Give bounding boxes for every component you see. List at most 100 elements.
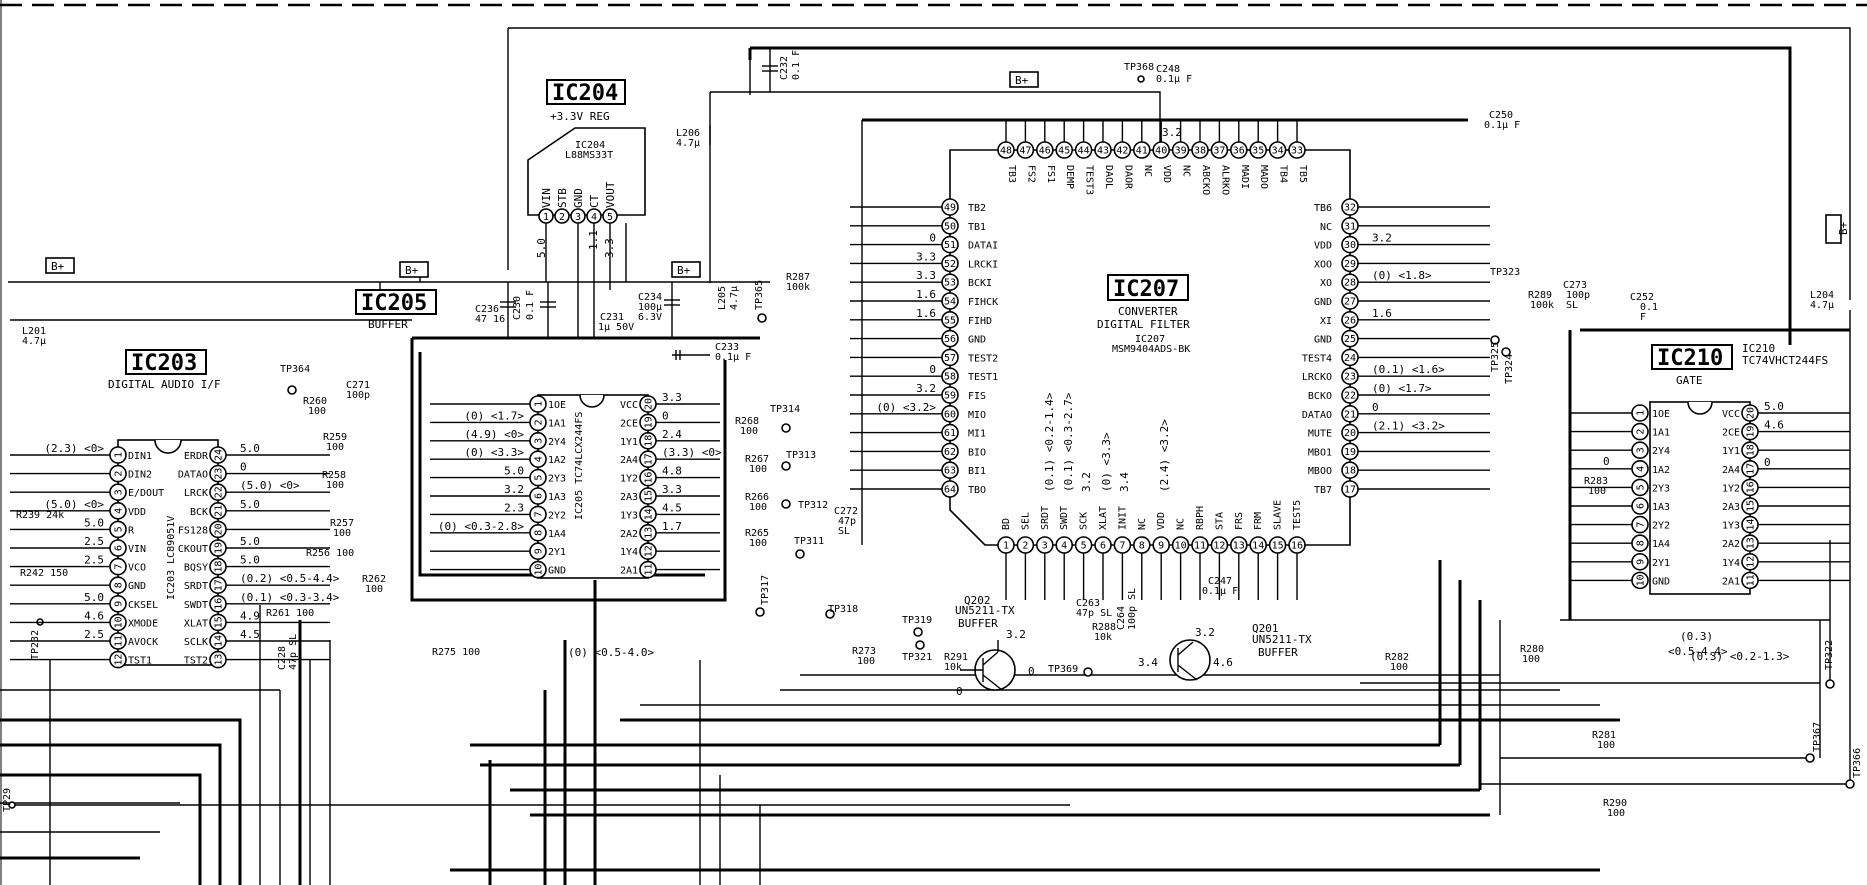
svg-text:0: 0: [956, 685, 963, 698]
pin-number: 3: [1636, 447, 1647, 453]
pin-number: 55: [944, 315, 956, 326]
pin-signal: TB4: [1278, 165, 1289, 183]
svg-text:R258: R258: [322, 470, 346, 481]
pin-signal: 1A3: [1652, 502, 1670, 513]
svg-text:BUFFER: BUFFER: [1258, 646, 1298, 659]
pin-signal: XO: [1320, 278, 1332, 289]
pin-number: 45: [1058, 146, 1070, 157]
pin-number: 32: [1344, 203, 1356, 214]
svg-text:R290: R290: [1603, 798, 1627, 809]
ic204-caps: C236 47 16 C230 0.1 F C231 1µ 50V C234 1…: [475, 48, 802, 363]
svg-text:TP322: TP322: [1824, 640, 1835, 670]
pin-number: 4: [1061, 541, 1067, 552]
bplus-label: B+: [1015, 74, 1029, 87]
ic204-regulator: IC204 +3.3V REG IC204 L88MS33T 1 2 3 4 5…: [527, 79, 646, 338]
pin-number: 18: [644, 435, 655, 447]
pin-number: 13: [1233, 541, 1245, 552]
pin-number: 15: [1272, 541, 1284, 552]
svg-text:100: 100: [326, 442, 344, 453]
pin-voltage: 3.3: [662, 483, 682, 496]
svg-text:R273: R273: [852, 646, 876, 657]
pin-voltage: 5.0: [240, 554, 260, 567]
svg-text:IC203 LC89051V: IC203 LC89051V: [166, 516, 177, 600]
pin-voltage: 5.0: [504, 465, 524, 478]
pin-voltage: 1.7: [662, 520, 682, 533]
pin-signal: 1A1: [1652, 428, 1670, 439]
pin-voltage: 3.4: [1118, 472, 1131, 492]
svg-text:4.7µ: 4.7µ: [22, 336, 46, 347]
pin-signal: 1Y2: [1722, 483, 1740, 494]
pin-signal: VCC: [1722, 409, 1740, 420]
misc-voltages: (0.3) <0.5-4.4> (0.3) <0.2-1.3> 0 (0) <0…: [568, 455, 1790, 663]
pin-number: 8: [1636, 540, 1647, 546]
svg-text:GATE: GATE: [1676, 374, 1703, 387]
svg-text:TP369: TP369: [1048, 664, 1078, 675]
pin-signal: ERDR: [184, 451, 209, 462]
pin-number: 20: [1746, 407, 1757, 419]
pin-number: 24: [1344, 353, 1356, 364]
pin-voltage: (2.1) <3.2>: [1372, 420, 1445, 433]
svg-text:0.1 F: 0.1 F: [525, 290, 536, 320]
pin-number: 20: [1344, 428, 1356, 439]
pin-signal: 2Y4: [548, 437, 566, 448]
pin-voltage: (2.3) <0>: [44, 442, 104, 455]
svg-text:GND: GND: [572, 188, 585, 208]
pin-number: 19: [644, 416, 655, 428]
pin-signal: 2Y3: [548, 474, 566, 485]
pin-number: 1: [1636, 410, 1647, 416]
pin-voltage: (0.1) <0.2-1.4>: [1043, 392, 1056, 492]
pin-number: 17: [644, 453, 655, 465]
pin-signal: 2Y2: [548, 510, 566, 521]
pin-signal: XMODE: [128, 618, 158, 629]
pin-number: 42: [1116, 146, 1128, 157]
svg-text:0.1µ F: 0.1µ F: [715, 352, 751, 363]
pin-signal: MADO: [1258, 165, 1269, 189]
pin-signal: 1Y3: [620, 510, 638, 521]
pin-signal: 2Y2: [1652, 521, 1670, 532]
pin-number: 16: [644, 472, 655, 484]
pin-number: 25: [1344, 334, 1356, 345]
svg-text:BUFFER: BUFFER: [368, 318, 408, 331]
svg-text:100: 100: [857, 656, 875, 667]
pin-signal: XI: [1320, 316, 1332, 327]
pin-signal: BQSY: [184, 563, 208, 574]
pin-voltage: (5.0) <0>: [44, 498, 104, 511]
pin-voltage: 0: [662, 409, 669, 422]
svg-text:0.1 F: 0.1 F: [791, 50, 802, 80]
pin-voltage: 2.4: [662, 428, 682, 441]
svg-text:100: 100: [740, 426, 758, 437]
ic205-chip: IC205 TC74LCX244FS: [537, 394, 649, 579]
pin-voltage: 2.5: [84, 535, 104, 548]
pin-voltage: 2.5: [84, 628, 104, 641]
pin-number: 41: [1136, 146, 1148, 157]
pin-number: 59: [944, 391, 956, 402]
svg-text:100: 100: [326, 480, 344, 491]
pin-signal: TB5: [1297, 165, 1308, 183]
svg-text:100µ: 100µ: [638, 302, 662, 313]
svg-text:R280: R280: [1520, 644, 1544, 655]
pin-voltage: (4.9) <0>: [464, 428, 524, 441]
pin-signal: E/DOUT: [128, 488, 164, 499]
pin-signal: 1Y1: [1722, 446, 1740, 457]
pin-signal: DAOR: [1122, 165, 1133, 190]
svg-text:<0.5-4.4>: <0.5-4.4>: [1668, 645, 1728, 658]
pin-number: 3: [114, 489, 125, 495]
pin-signal: TB1: [968, 222, 986, 233]
pin-signal: TB2: [968, 203, 986, 214]
svg-text:TC74VHCT244FS: TC74VHCT244FS: [1742, 354, 1828, 367]
pin-number: 53: [944, 278, 956, 289]
svg-text:TP365: TP365: [754, 280, 765, 310]
svg-text:100k: 100k: [1530, 300, 1554, 311]
pin-voltage: 4.5: [662, 501, 682, 514]
pin-number: 20: [644, 398, 655, 410]
pin-number: 7: [114, 564, 125, 570]
pin-voltage: (3.3) <0>: [662, 446, 722, 459]
pin-number: 34: [1272, 146, 1284, 157]
pin-number: 17: [214, 579, 225, 591]
svg-text:100: 100: [1597, 740, 1615, 751]
pin-voltage: 3.2: [1372, 232, 1392, 245]
svg-text:TP319: TP319: [902, 615, 932, 626]
pin-number: 6: [1100, 541, 1106, 552]
pin-number: 14: [214, 635, 225, 647]
svg-text:R257: R257: [330, 518, 354, 529]
